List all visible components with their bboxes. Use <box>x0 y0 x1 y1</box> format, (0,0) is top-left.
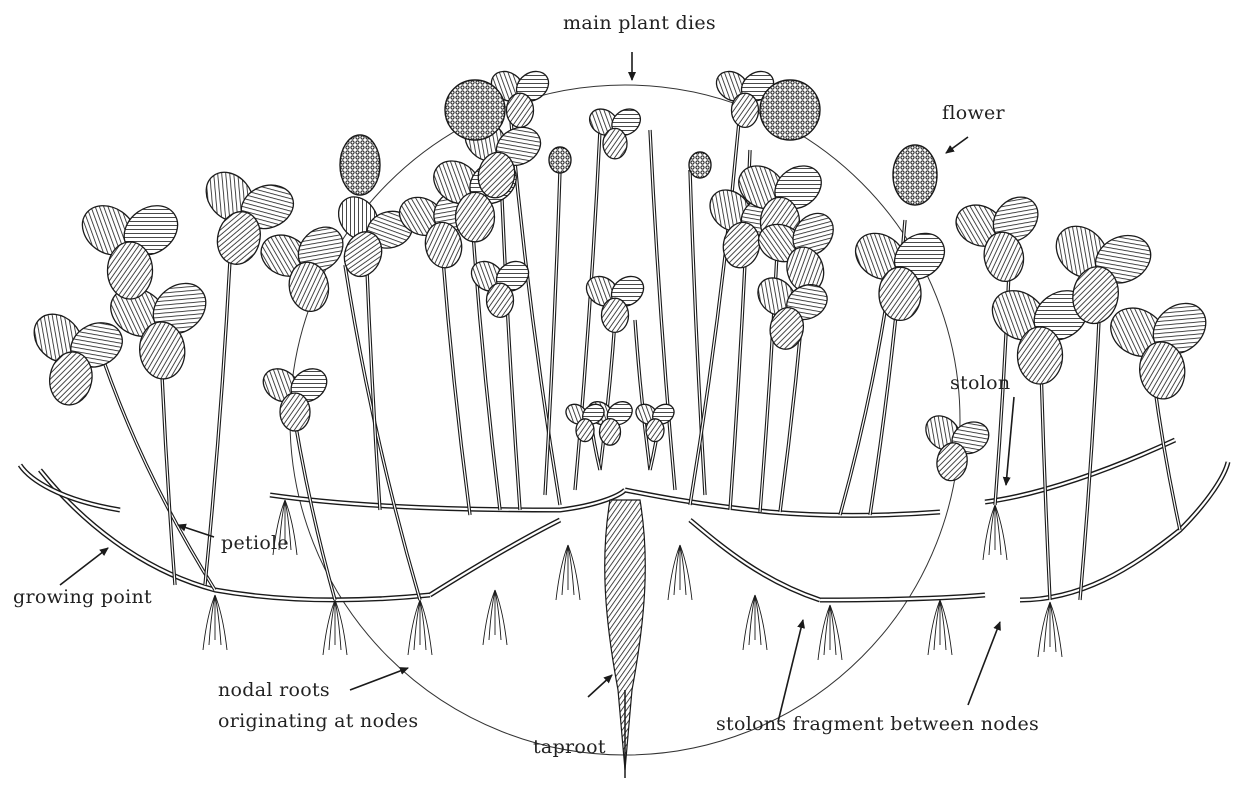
arrow-flower <box>946 137 968 153</box>
label-taproot: taproot <box>533 736 606 758</box>
flower-layer <box>340 80 937 205</box>
label-main-plant-dies: main plant dies <box>563 12 716 34</box>
label-petiole: petiole <box>221 532 289 554</box>
arrow-nodal-roots <box>350 668 408 690</box>
label-nodal-roots-line1: nodal roots <box>218 679 330 701</box>
label-nodal-roots-line2: originating at nodes <box>218 710 418 732</box>
arrow-taproot <box>588 675 612 697</box>
label-stolons-fragment: stolons fragment between nodes <box>716 713 1039 735</box>
taproot-drawing <box>605 500 646 778</box>
arrow-growing-point <box>60 548 108 585</box>
label-flower: flower <box>942 102 1005 124</box>
label-stolon: stolon <box>950 372 1010 394</box>
leaf-layer <box>14 65 1222 487</box>
label-growing-point: growing point <box>13 586 152 608</box>
arrow-stolon <box>1006 397 1014 485</box>
arrow-stolons-fragment-2 <box>968 622 1000 705</box>
